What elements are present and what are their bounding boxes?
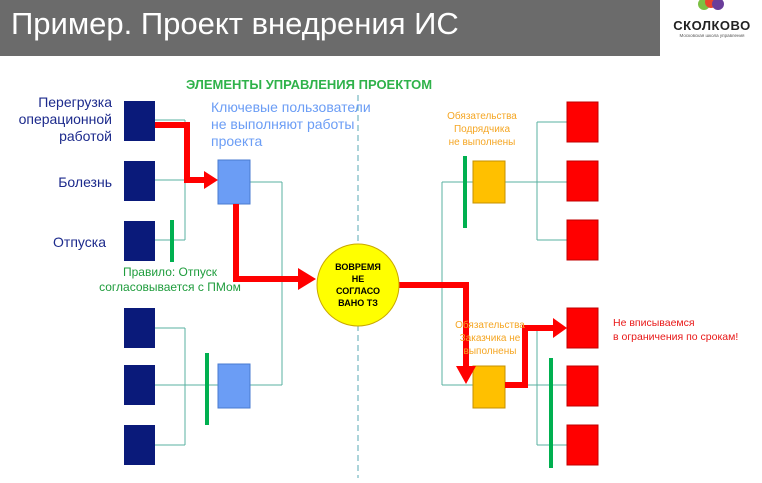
orange-box-customer <box>472 365 506 409</box>
logo-mark-icon <box>698 0 724 10</box>
arrow-keyusers-to-center <box>233 204 302 282</box>
rule-line-2: согласовывается с ПМом <box>99 280 241 294</box>
contractor-line-2: Подрядчика <box>453 124 510 135</box>
deadline-warning-line-2: в ограничения по срокам! <box>613 331 739 343</box>
label-overload-line-1: Перегрузка <box>38 94 112 110</box>
navy-boxes <box>124 101 155 465</box>
deadline-warning-line-1: Не вписываемся <box>613 317 695 329</box>
slide-header <box>0 0 660 56</box>
red-box-4 <box>566 307 599 349</box>
red-box-5 <box>566 365 599 407</box>
right-connectors <box>441 121 567 446</box>
blue-box-bottom <box>217 363 251 409</box>
red-boxes <box>566 101 599 466</box>
customer-text: Обязательства Заказчика не выполнены <box>440 319 540 358</box>
navy-box-illness <box>124 161 155 201</box>
arrowhead-4 <box>553 318 567 338</box>
navy-box-bottom-2 <box>124 365 155 405</box>
navy-box-bottom-3 <box>124 425 155 465</box>
arrow-customer-to-redbox <box>505 325 557 388</box>
arrow-center-to-customer <box>398 282 469 370</box>
orange-box-contractor <box>472 160 506 204</box>
red-box-3 <box>566 219 599 261</box>
center-line-2: НЕ <box>351 274 365 284</box>
key-users-text: Ключевые пользователи не выполняют работ… <box>211 99 401 150</box>
arrow-overload-to-keyusers <box>155 122 208 183</box>
blue-box-key-users <box>217 159 251 205</box>
center-text: ВОВРЕМЯ НЕ СОГЛАСО ВАНО ТЗ <box>318 261 398 309</box>
arrowhead-1 <box>204 171 218 189</box>
arrowhead-2 <box>298 268 316 290</box>
contractor-text: Обязательства Подрядчика не выполнены <box>432 110 532 149</box>
red-box-6 <box>566 424 599 466</box>
customer-line-1: Обязательства <box>455 320 525 331</box>
contractor-line-3: не выполнены <box>448 137 516 148</box>
logo-subtitle: Московская школа управления <box>679 33 745 38</box>
deadline-warning: Не вписываемся в ограничения по срокам! <box>613 316 738 344</box>
key-users-line-2: не выполняют работы <box>211 116 355 132</box>
center-line-4: ВАНО ТЗ <box>338 298 378 308</box>
customer-line-2: Заказчика не <box>459 333 521 344</box>
rule-line-1: Правило: Отпуск <box>123 265 217 279</box>
green-control-bars <box>170 156 553 468</box>
navy-box-overload <box>124 101 155 141</box>
red-flow-arrows <box>155 122 557 388</box>
contractor-line-1: Обязательства <box>447 111 517 122</box>
red-box-1 <box>566 101 599 143</box>
arrow-heads <box>204 171 567 384</box>
customer-line-3: выполнены <box>463 346 517 357</box>
label-illness: Болезнь <box>58 174 112 190</box>
diagram-heading: ЭЛЕМЕНТЫ УПРАВЛЕНИЯ ПРОЕКТОМ <box>186 77 433 92</box>
label-overload: Перегрузка операционной работой <box>0 94 112 145</box>
center-circle <box>316 243 400 327</box>
logo <box>660 0 762 56</box>
navy-box-bottom-1 <box>124 308 155 348</box>
navy-box-vacation <box>124 221 155 261</box>
key-users-line-3: проекта <box>211 133 263 149</box>
label-overload-line-3: работой <box>59 128 112 144</box>
center-line-1: ВОВРЕМЯ <box>335 262 381 272</box>
key-users-line-1: Ключевые пользователи <box>211 99 371 115</box>
label-vacation: Отпуска <box>53 234 106 250</box>
slide-title: Пример. Проект внедрения ИС <box>11 6 459 41</box>
red-box-2 <box>566 160 599 202</box>
logo-text: СКОЛКОВО <box>673 18 751 33</box>
label-overload-line-2: операционной <box>18 111 112 127</box>
center-line-3: СОГЛАСО <box>335 286 381 296</box>
rule-text: Правило: Отпуск согласовывается с ПМом <box>80 265 260 295</box>
left-bottom-connectors <box>155 327 282 446</box>
arrowhead-3 <box>456 366 476 384</box>
